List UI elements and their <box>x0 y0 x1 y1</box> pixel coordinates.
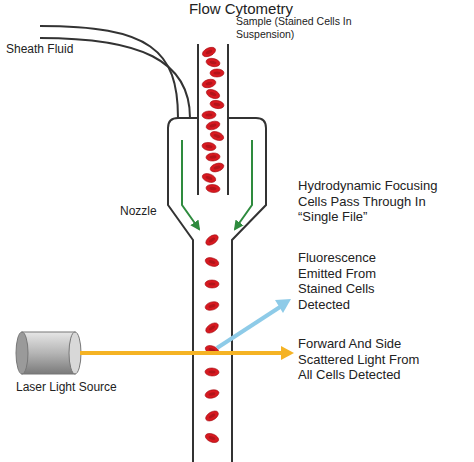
red-cell <box>210 69 224 77</box>
part-label: Nozzle <box>120 204 170 218</box>
sample-tube <box>197 44 199 195</box>
part-label: Laser Light Source <box>16 380 156 394</box>
red-cell <box>205 120 221 132</box>
laser-body <box>22 332 75 374</box>
laser-end <box>16 332 28 374</box>
red-cell <box>202 111 216 120</box>
red-cell <box>204 256 220 268</box>
sample-tube <box>227 44 229 195</box>
red-cell <box>205 368 219 377</box>
red-cell <box>205 57 220 68</box>
red-cell <box>204 409 220 423</box>
flow-arrow <box>182 140 199 229</box>
detection-note: Forward And Side Scattered Light From Al… <box>298 336 430 383</box>
red-cell <box>205 88 221 101</box>
red-cell <box>209 99 224 109</box>
laser-aperture <box>69 332 81 374</box>
red-cell <box>204 321 220 335</box>
nozzle-wall <box>168 118 198 462</box>
red-cell <box>201 78 217 89</box>
arrow-head <box>275 299 291 313</box>
red-cell <box>201 172 217 184</box>
flow-arrow <box>235 140 252 229</box>
process-note: Hydrodynamic Focusing Cells Pass Through… <box>298 178 463 225</box>
red-cell <box>204 432 220 445</box>
red-cell <box>204 300 220 312</box>
red-cell <box>201 45 217 58</box>
part-label: Sample (Stained Cells In Suspension) <box>236 15 401 40</box>
cells <box>201 45 225 444</box>
part-label: Sheath Fluid <box>6 42 106 56</box>
red-cell <box>206 152 221 161</box>
arrow-head <box>281 346 294 360</box>
detection-note: Fluorescence Emitted From Stained Cells … <box>298 250 398 312</box>
red-cell <box>204 233 220 248</box>
red-cell <box>205 280 219 288</box>
red-cell <box>209 130 225 142</box>
fluorescence-ray <box>217 307 280 348</box>
red-cell <box>202 142 217 152</box>
red-cell <box>204 388 220 399</box>
red-cell <box>209 162 225 174</box>
laser-beam <box>80 351 282 355</box>
red-cell <box>206 184 221 193</box>
nozzle-wall <box>228 118 266 462</box>
sheath-tube <box>40 26 178 118</box>
